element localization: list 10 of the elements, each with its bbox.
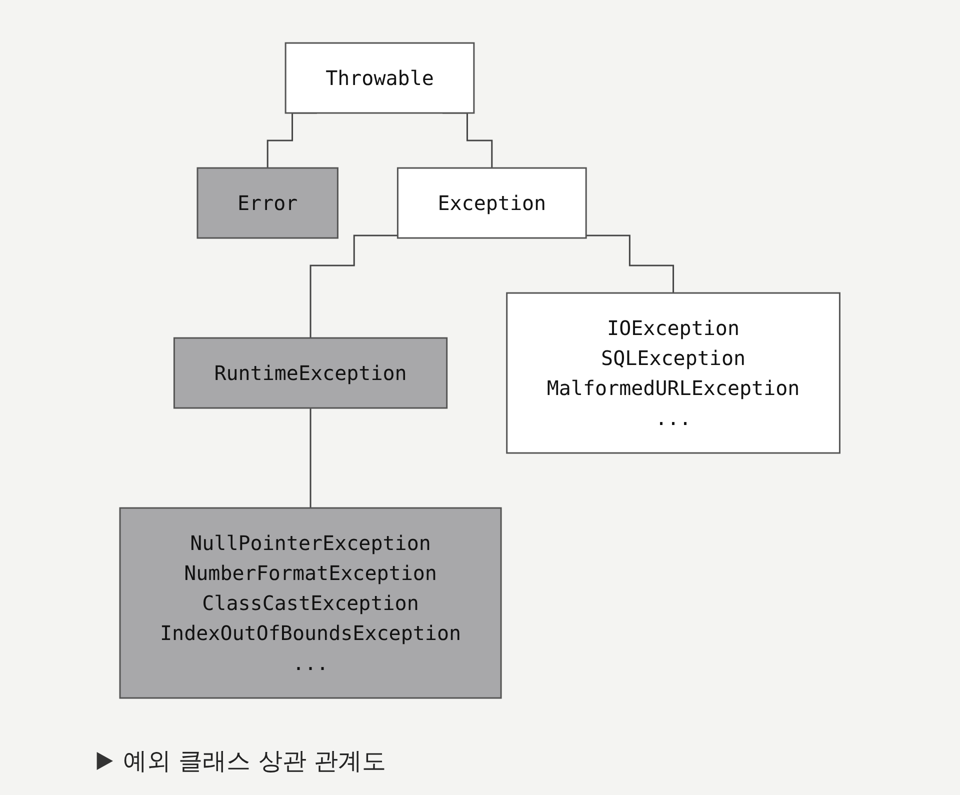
node-box: Exception — [397, 166, 587, 238]
node-box: Error — [196, 166, 339, 238]
node-box: RuntimeException — [174, 336, 448, 408]
connector — [310, 234, 398, 338]
node-box: NullPointerException NumberFormatException ClassCastException IndexOutOfBoundsException ... — [119, 506, 502, 698]
node-box: IOException SQLException MalformedURLException ... — [506, 292, 841, 454]
connector — [310, 406, 312, 508]
connector — [586, 234, 674, 294]
caption: 예외 클래스 상관 관계도 — [123, 746, 386, 777]
node-box: Throwable — [284, 42, 475, 114]
